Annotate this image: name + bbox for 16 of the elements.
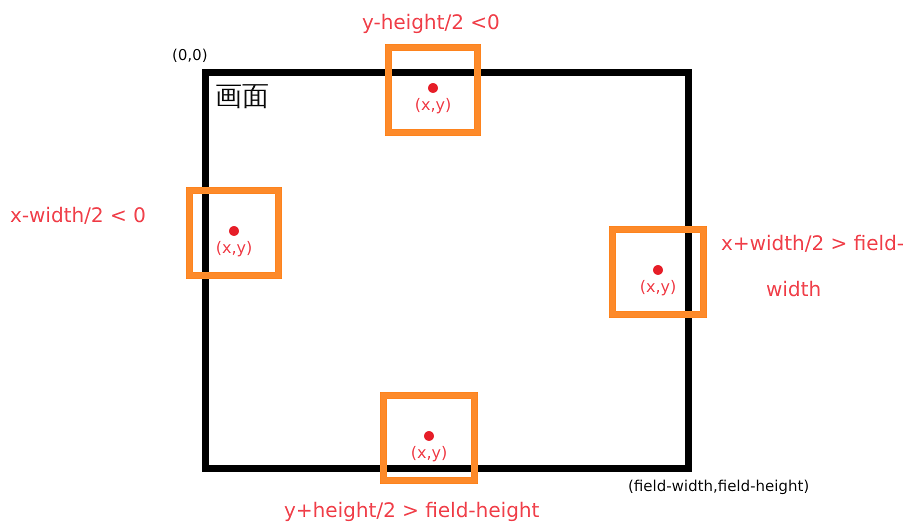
coordinate-label: (x,y) [638, 277, 678, 296]
screen-frame [202, 69, 692, 472]
screen-title: 画面 [215, 80, 269, 114]
condition-label: y+height/2 > field-height [284, 498, 540, 522]
condition-label: y-height/2 <0 [362, 10, 501, 34]
coordinate-label: (x,y) [414, 95, 452, 114]
coordinate-label: (x,y) [410, 443, 448, 462]
object-box [380, 392, 478, 484]
condition-label: x+width/2 > field-width [721, 230, 906, 303]
coordinate-label: (field-width,field-height) [628, 477, 810, 495]
condition-label: x-width/2 < 0 [10, 203, 147, 227]
object-box [385, 44, 481, 136]
coordinate-label: (x,y) [214, 238, 254, 257]
object-box [186, 187, 282, 279]
object-box [609, 226, 707, 318]
coordinate-label: (0,0) [172, 46, 208, 64]
